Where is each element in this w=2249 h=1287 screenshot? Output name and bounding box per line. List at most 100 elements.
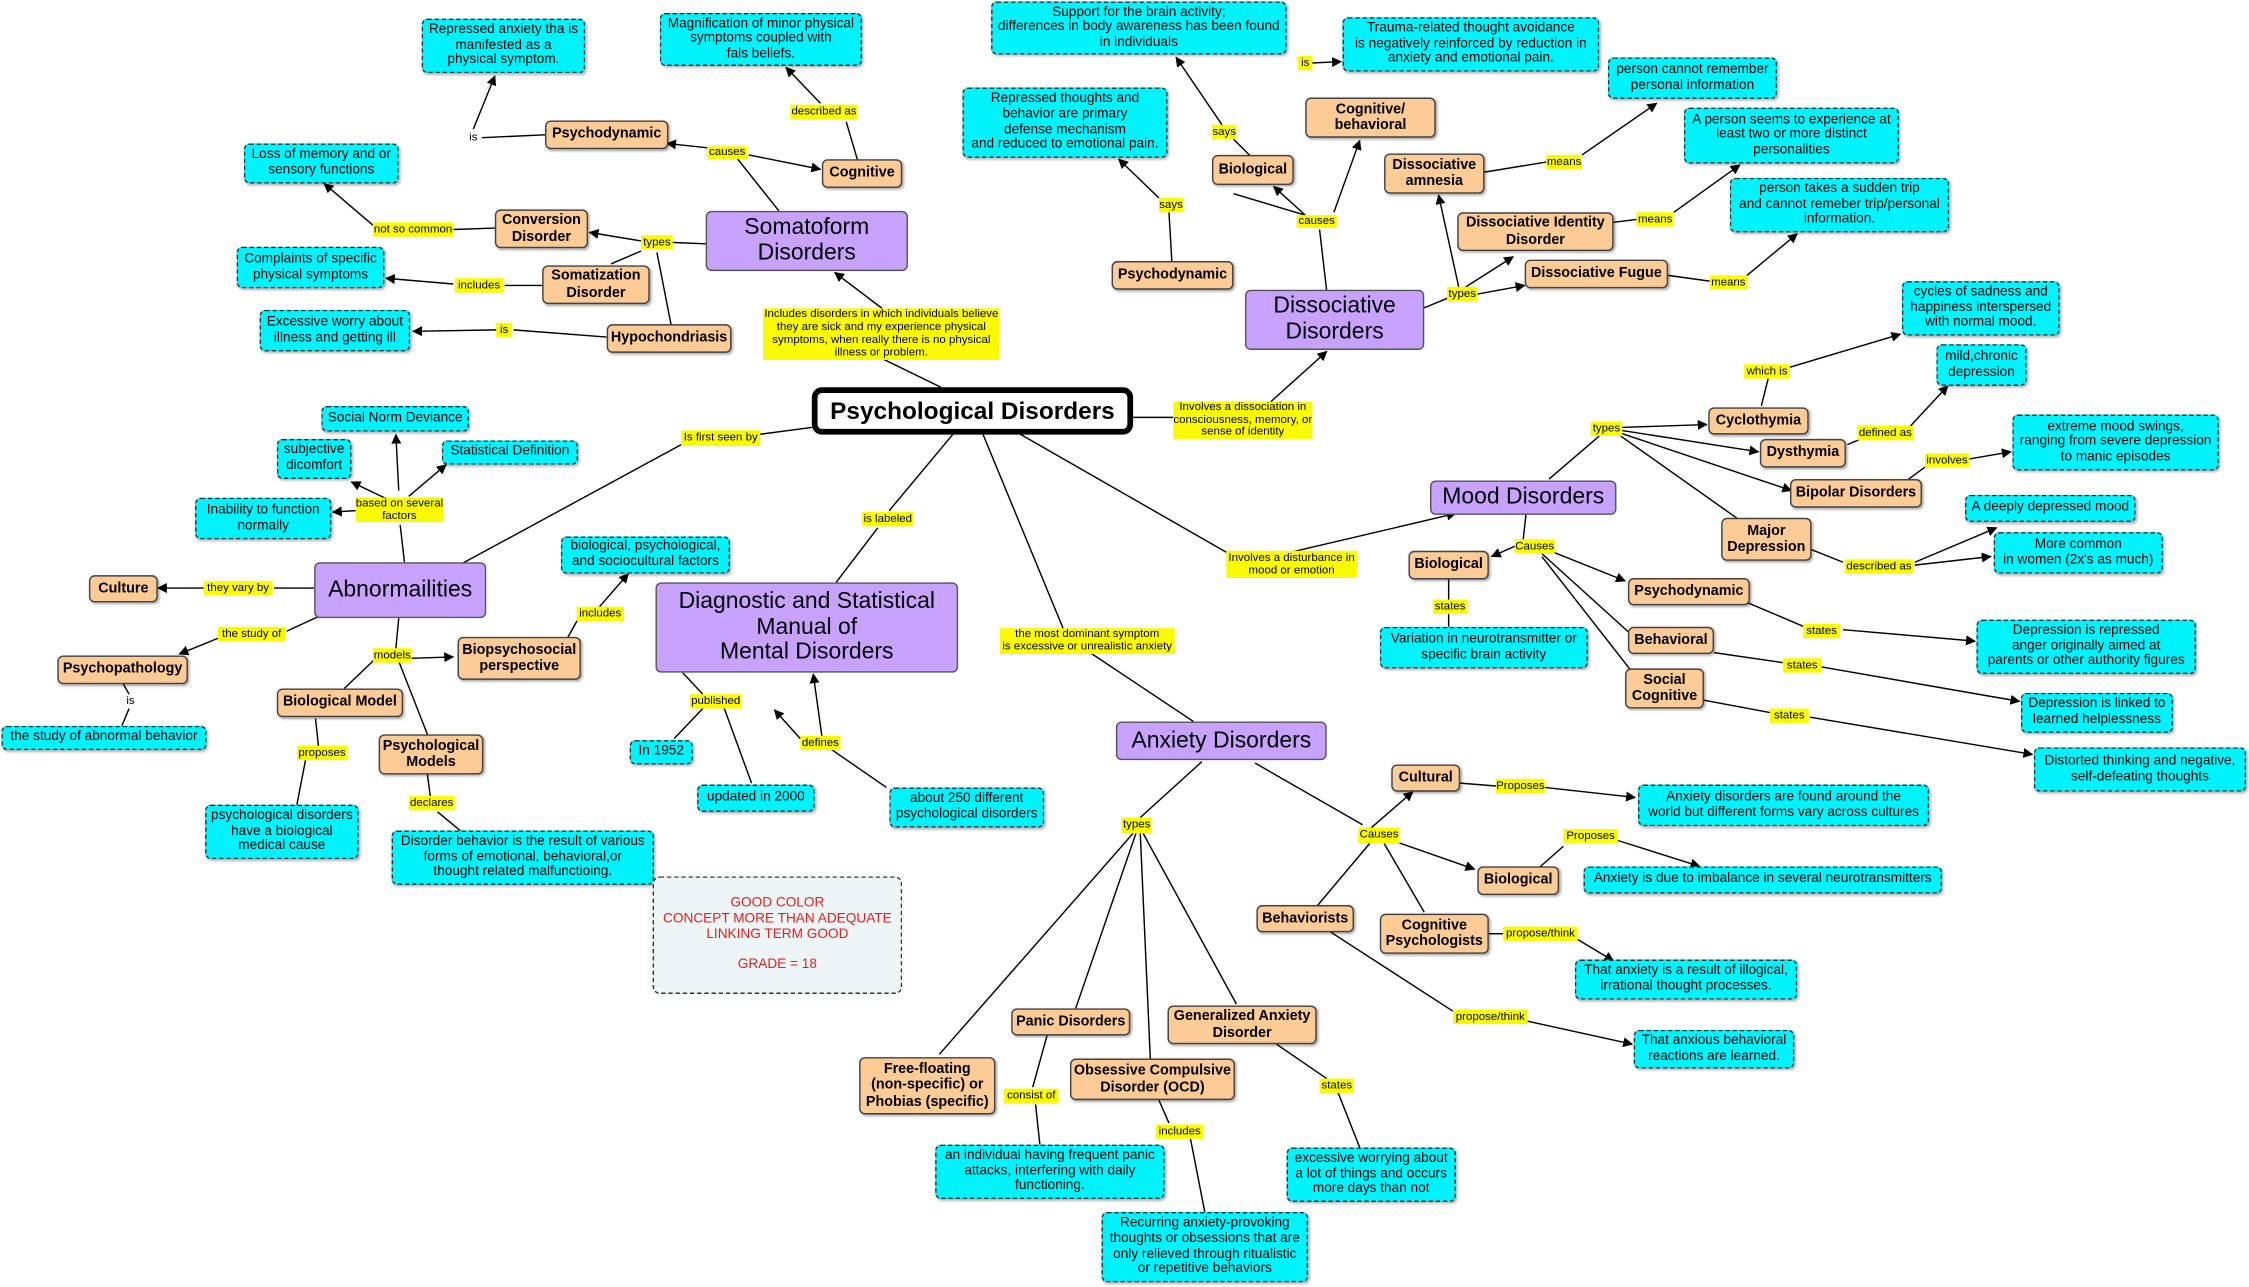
node-soma-psychodynamic[interactable]: Psychodynamic [545, 120, 669, 150]
node-panic-disorders[interactable]: Panic Disorders [1011, 1008, 1131, 1036]
link-label-propose-think-cog: propose/think [1503, 926, 1578, 941]
node-social-cognitive[interactable]: Social Cognitive [1625, 668, 1704, 709]
node-bipolar-disorders[interactable]: Bipolar Disorders [1790, 479, 1922, 508]
leaf-excessive-worry-illness[interactable]: Excessive worry about illness and gettin… [259, 309, 411, 352]
node-mood-biological[interactable]: Biological [1408, 550, 1489, 580]
link-label-means-fugue: means [1709, 275, 1747, 290]
leaf-learned-helplessness[interactable]: Depression is linked to learned helpless… [2020, 692, 2173, 733]
leaf-more-common[interactable]: More common in women (2x's as much) [1993, 532, 2163, 574]
leaf-repressed-anxiety[interactable]: Repressed anxiety tha is manifested as a… [421, 18, 586, 74]
link-label-which-is: which is [1744, 364, 1791, 379]
link-label-types-soma: types [641, 235, 673, 250]
node-biological-model[interactable]: Biological Model [276, 688, 404, 718]
link-label-involves: involves [1924, 453, 1970, 468]
node-anx-cultural[interactable]: Cultural [1391, 764, 1461, 792]
leaf-inability-function[interactable]: Inability to function normally [195, 497, 332, 540]
leaf-learned-reactions[interactable]: That anxious behavioral reactions are le… [1633, 1029, 1795, 1069]
node-conversion-disorder[interactable]: Conversion Disorder [494, 209, 589, 249]
node-cognitive-psychologists[interactable]: Cognitive Psychologists [1379, 913, 1489, 954]
node-major-depression[interactable]: Major Depression [1721, 517, 1812, 561]
leaf-magnification[interactable]: Magnification of minor physical symptoms… [659, 12, 863, 66]
node-anxiety-disorders[interactable]: Anxiety Disorders [1115, 721, 1327, 761]
node-somatization-disorder[interactable]: Somatization Disorder [542, 265, 650, 305]
link-label-causes-mood: Causes [1514, 539, 1555, 554]
node-psychological-models[interactable]: Psychological Models [378, 734, 484, 775]
leaf-distorted-thinking[interactable]: Distorted thinking and negative, self-de… [2033, 747, 2247, 792]
leaf-excessive-worrying[interactable]: excessive worrying about a lot of things… [1286, 1147, 1456, 1202]
leaf-disorder-behavior[interactable]: Disorder behavior is the result of vario… [391, 830, 655, 885]
node-anx-biological[interactable]: Biological [1477, 866, 1560, 896]
node-somatoform-disorders[interactable]: Somatoform Disorders [705, 210, 908, 272]
leaf-updated-2000[interactable]: updated in 2000 [697, 784, 815, 812]
link-label-first-seen-by: Is first seen by [681, 430, 761, 447]
leaf-deeply-depressed[interactable]: A deeply depressed mood [1964, 494, 2136, 523]
leaf-panic-attacks[interactable]: an individual having frequent panic atta… [935, 1144, 1165, 1200]
leaf-sudden-trip[interactable]: person takes a sudden trip and cannot re… [1729, 177, 1950, 233]
leaf-in-1952[interactable]: In 1952 [629, 740, 693, 765]
leaf-imbalance[interactable]: Anxiety is due to imbalance in several n… [1583, 866, 1943, 894]
leaf-repressed-thoughts[interactable]: Repressed thoughts and behavior are prim… [962, 87, 1168, 158]
link-label-not-so-common: not so common [372, 222, 454, 237]
link-label-includes-bps: includes [576, 606, 624, 622]
node-generalized-anxiety[interactable]: Generalized Anxiety Disorder [1167, 1005, 1317, 1045]
leaf-mild-chronic[interactable]: mild,chronic depression [1936, 344, 2027, 386]
link-label-mood-desc: Involves a disturbance in mood or emotio… [1226, 550, 1357, 579]
leaf-study-abnormal-behavior[interactable]: the study of abnormal behavior [1, 725, 207, 751]
leaf-cannot-remember[interactable]: person cannot remember personal informat… [1607, 57, 1778, 99]
link-label-consist-of: consist of [1004, 1088, 1059, 1103]
node-dissociative-disorders[interactable]: Dissociative Disorders [1244, 289, 1425, 350]
node-phobias[interactable]: Free-floating (non-specific) or Phobias … [859, 1057, 996, 1115]
leaf-trauma-avoidance[interactable]: Trauma-related thought avoidance is nega… [1342, 17, 1600, 72]
leaf-loss-memory[interactable]: Loss of memory and or sensory functions [243, 143, 399, 184]
leaf-biological-cause[interactable]: psychological disorders have a biologica… [205, 804, 359, 860]
link-label-says-psy: says [1158, 197, 1184, 213]
node-mood-psychodynamic[interactable]: Psychodynamic [1627, 578, 1750, 606]
leaf-subjective-discomfort[interactable]: subjective dicomfort [276, 438, 352, 480]
link-label-defined-as: defined as [1857, 426, 1914, 441]
node-diss-biological[interactable]: Biological [1211, 154, 1294, 186]
link-label-states-gad: states [1319, 1078, 1354, 1093]
leaf-recurring-thoughts[interactable]: Recurring anxiety-provoking thoughts or … [1101, 1211, 1309, 1283]
link-label-models: models [372, 648, 412, 663]
node-dissociative-fugue[interactable]: Dissociative Fugue [1524, 259, 1669, 289]
node-dysthymia[interactable]: Dysthymia [1759, 438, 1846, 468]
leaf-two-personalities[interactable]: A person seems to experience at least tw… [1683, 107, 1900, 164]
node-diss-psychodynamic[interactable]: Psychodynamic [1111, 261, 1234, 290]
link-label-says-bio: says [1211, 124, 1237, 140]
node-hypochondriasis[interactable]: Hypochondriasis [606, 324, 732, 353]
leaf-statistical-definition[interactable]: Statistical Definition [441, 440, 579, 465]
node-ocd[interactable]: Obsessive Compulsive Disorder (OCD) [1069, 1058, 1235, 1101]
link-label-includes-ocd: includes [1156, 1124, 1204, 1139]
node-mood-disorders[interactable]: Mood Disorders [1429, 480, 1617, 515]
link-label-is-soma: is [469, 129, 478, 143]
link-label-states-behavioral: states [1782, 658, 1822, 673]
node-biopsychosocial[interactable]: Biopsychosocial perspective [457, 636, 581, 680]
leaf-biopsychosocial-factors[interactable]: biological, psychological, and sociocult… [560, 536, 731, 574]
node-dissociative-amnesia[interactable]: Dissociative amnesia [1384, 153, 1485, 194]
leaf-about-250[interactable]: about 250 different psychological disord… [889, 787, 1045, 828]
leaf-cycles[interactable]: cycles of sadness and happiness interspe… [1901, 281, 2060, 336]
node-cyclothymia[interactable]: Cyclothymia [1708, 407, 1809, 435]
node-behaviorists[interactable]: Behaviorists [1256, 905, 1354, 933]
leaf-complaints[interactable]: Complaints of specific physical symptoms [236, 246, 385, 289]
link-label-published: published [689, 694, 742, 709]
node-dsm[interactable]: Diagnostic and Statistical Manual of Men… [655, 582, 959, 673]
root-node-psychological-disorders[interactable]: Psychological Disorders [811, 387, 1134, 435]
leaf-support-brain[interactable]: Support for the brain activity; differen… [991, 1, 1287, 55]
leaf-repressed-anger[interactable]: Depression is repressed anger originally… [1976, 619, 2196, 675]
leaf-neurotransmitter[interactable]: Variation in neurotransmitter or specifi… [1379, 626, 1588, 669]
node-dissociative-identity[interactable]: Dissociative Identity Disorder [1457, 212, 1614, 252]
node-psychopathology[interactable]: Psychopathology [57, 655, 188, 685]
node-diss-cognitive-behavioral[interactable]: Cognitive/ behavioral [1305, 97, 1436, 138]
node-culture[interactable]: Culture [88, 575, 158, 603]
link-label-anxiety-desc: the most dominant symptom is excessive o… [999, 627, 1175, 655]
node-mood-behavioral[interactable]: Behavioral [1627, 626, 1714, 655]
leaf-illogical[interactable]: That anxiety is a result of illogical, i… [1574, 959, 1798, 1000]
link-label-causes-soma: causes [707, 144, 748, 160]
leaf-extreme-swings[interactable]: extreme mood swings, ranging from severe… [2012, 414, 2219, 471]
node-abnormalities[interactable]: Abnormailities [314, 562, 487, 619]
node-soma-cognitive[interactable]: Cognitive [821, 159, 903, 188]
leaf-social-norm-deviance[interactable]: Social Norm Deviance [321, 405, 470, 432]
leaf-found-around-world[interactable]: Anxiety disorders are found around the w… [1637, 784, 1930, 827]
